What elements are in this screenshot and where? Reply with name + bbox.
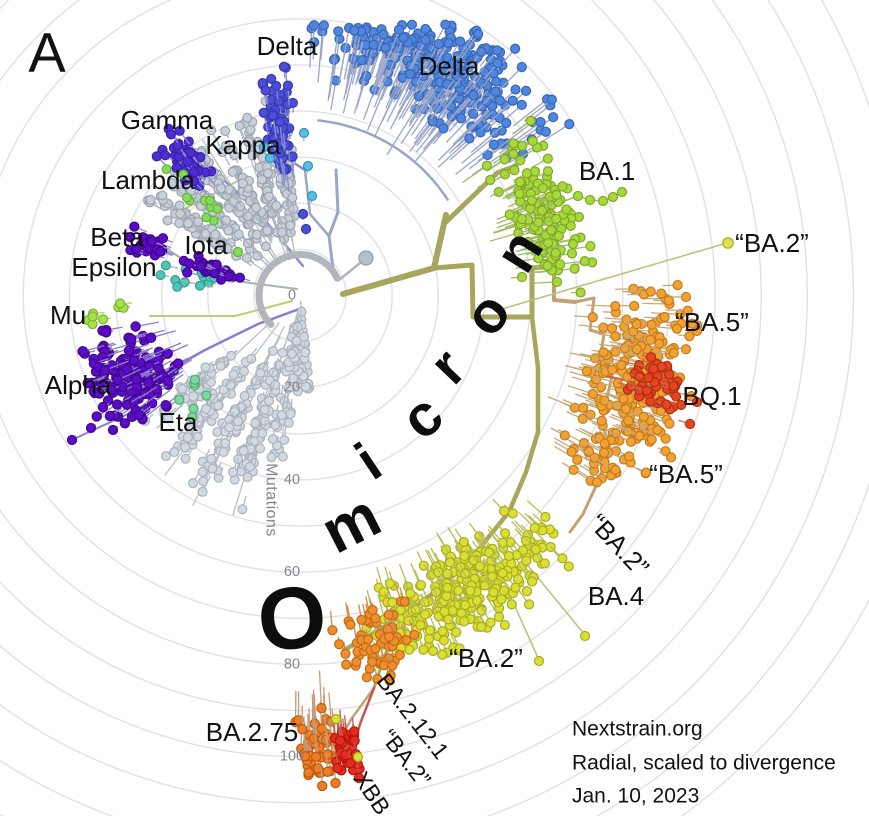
tick-label-80: 80 — [284, 656, 300, 672]
label-delta-main: Delta — [419, 51, 480, 81]
label-ba4: BA.4 — [588, 581, 644, 611]
tick-label-20: 20 — [284, 380, 300, 396]
label-eta: Eta — [158, 407, 198, 437]
omicron-letter: m — [311, 481, 391, 568]
label-beta: Beta — [90, 222, 144, 252]
label-panel-a: A — [28, 21, 66, 84]
cluster-gamma — [151, 123, 217, 195]
label-gamma: Gamma — [121, 105, 214, 135]
cluster-ba2121 — [327, 583, 420, 686]
tick-label-100: 100 — [280, 749, 304, 765]
label-kappa: Kappa — [205, 130, 281, 160]
tick-label-0: 0 — [288, 288, 296, 304]
label-lambda: Lambda — [101, 165, 195, 195]
axis-label-mutations: Mutations — [263, 463, 280, 537]
cluster-xbb — [329, 709, 365, 784]
cluster-eta — [174, 374, 214, 423]
label-credit-3: Jan. 10, 2023 — [572, 785, 699, 808]
omicron-letter: O — [253, 565, 331, 671]
dots-layer — [77, 19, 703, 792]
omicron-letter: o — [450, 280, 523, 348]
tick-label-60: 60 — [284, 564, 300, 580]
cluster-basal — [142, 190, 255, 267]
cluster-basal — [206, 125, 274, 244]
cluster-basal-south — [266, 313, 303, 463]
label-credit-2: Radial, scaled to divergence — [572, 752, 836, 775]
cluster-bq1 — [617, 352, 687, 415]
outlier-dots — [66, 127, 734, 763]
label-iota: Iota — [184, 230, 228, 260]
cluster-beta — [125, 221, 175, 261]
cluster-basal-south — [228, 344, 288, 515]
cluster-delta — [306, 19, 575, 176]
axis-layer: 0 20 40 60 80 100 Mutations — [263, 288, 305, 765]
label-ba275: BA.2.75 — [206, 717, 299, 747]
label-alpha: Alpha — [45, 370, 112, 400]
label-mu: Mu — [50, 300, 86, 330]
label-epsilon: Epsilon — [71, 252, 156, 282]
omicron-letter: i — [344, 431, 392, 492]
cluster-alpha — [77, 321, 196, 429]
label-ba2-quoted-right: “BA.2” — [735, 228, 809, 258]
label-delta-left: Delta — [257, 31, 318, 61]
cluster-delta-indigo — [257, 61, 298, 193]
label-ba2-quoted-bottom: “BA.2” — [449, 643, 523, 673]
tick-label-40: 40 — [284, 472, 300, 488]
label-ba2-quoted-mid: “BA.2” — [583, 508, 655, 582]
omicron-letter: r — [417, 336, 477, 395]
cluster-ba1 — [462, 115, 598, 298]
cluster-lambda — [161, 164, 223, 226]
cluster-basal — [234, 112, 291, 261]
label-ba5-lower: “BA.5” — [649, 459, 723, 489]
label-bq1: BQ.1 — [682, 381, 741, 411]
label-ba1: BA.1 — [579, 156, 635, 186]
cluster-basal-south — [160, 347, 258, 464]
cluster-ba275 — [290, 670, 343, 792]
label-credit-1: Nextstrain.org — [572, 718, 703, 741]
label-ba5-upper: “BA.5” — [675, 307, 749, 337]
cluster-iota — [178, 250, 251, 285]
cluster-basal-south — [187, 336, 281, 497]
cluster-mu — [83, 298, 133, 330]
